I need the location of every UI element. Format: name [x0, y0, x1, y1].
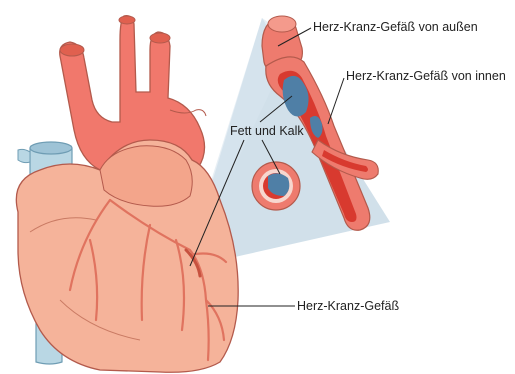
- label-fat-calcium: Fett und Kalk: [230, 125, 304, 138]
- label-vessel-outside: Herz-Kranz-Gefäß von außen: [313, 21, 478, 34]
- heart-body: [16, 140, 238, 372]
- pointer-inside: [328, 78, 344, 124]
- label-vessel-inside: Herz-Kranz-Gefäß von innen: [346, 70, 506, 83]
- vessel-cross-section: [252, 162, 300, 210]
- label-coronary-vessel: Herz-Kranz-Gefäß: [297, 300, 399, 313]
